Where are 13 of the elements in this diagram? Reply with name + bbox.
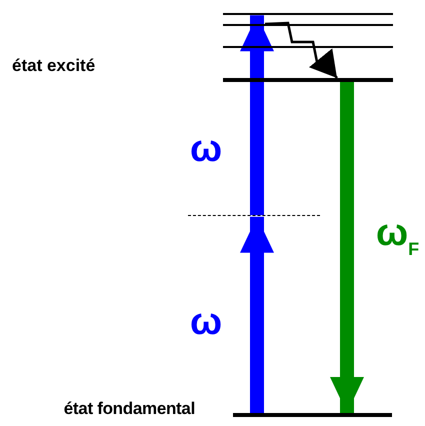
energy-level-line [223,12,393,16]
photon-arrow [330,82,364,413]
virtual-level-line [188,215,320,216]
energy-level-line [223,24,393,26]
frequency-label: ω [190,303,222,341]
photon-arrow [240,216,274,413]
photon-arrow [240,15,274,216]
relaxation-arrow [264,22,338,79]
frequency-label: ω$_{F}$ [376,214,420,258]
energy-level-line [223,46,393,48]
level-label: état excité [12,56,96,76]
frequency-label: ω [190,130,222,168]
state-label: état fondamental [64,399,195,419]
